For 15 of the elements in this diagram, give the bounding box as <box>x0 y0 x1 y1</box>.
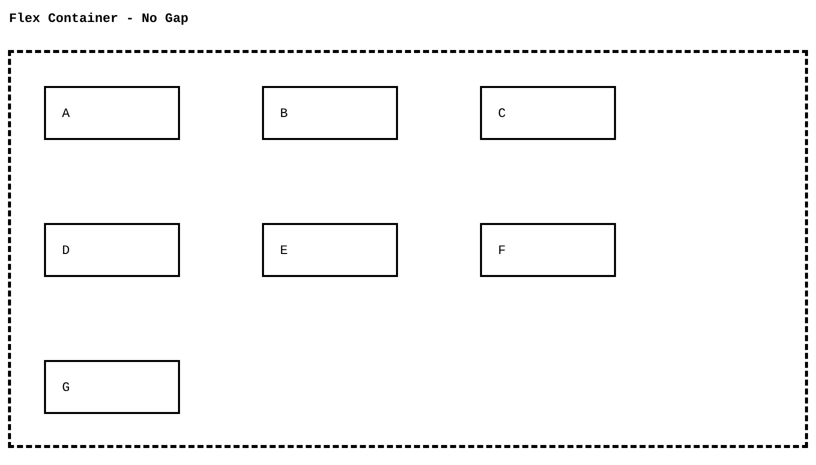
container-title: Flex Container - No Gap <box>9 11 188 26</box>
flex-item-box <box>44 223 180 277</box>
flex-item-box <box>44 86 180 140</box>
item-label: A <box>62 106 70 120</box>
flex-item-box <box>262 86 398 140</box>
flex-item-box <box>262 223 398 277</box>
flex-item-box <box>480 86 616 140</box>
item-label: B <box>280 106 288 120</box>
item-label: F <box>498 242 506 258</box>
item-label: D <box>62 242 70 258</box>
flex-item-box <box>480 223 616 277</box>
item-label: C <box>498 106 506 120</box>
item-label: E <box>280 242 288 258</box>
item-label: G <box>62 380 70 394</box>
flex-item-box <box>44 360 180 414</box>
